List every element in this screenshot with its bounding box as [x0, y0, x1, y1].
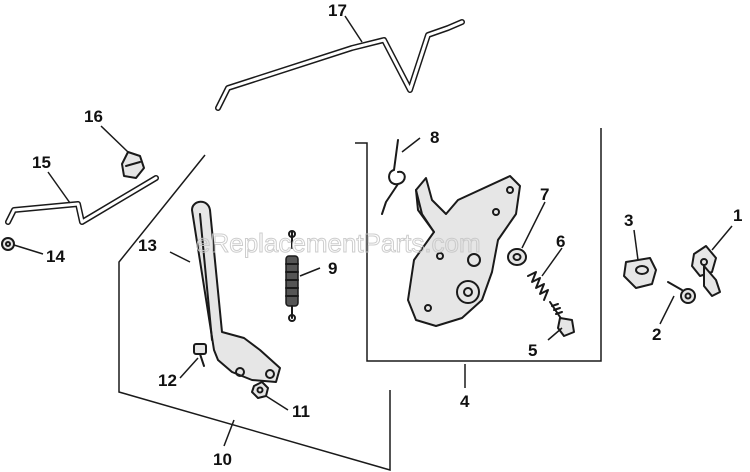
part-12-screw [193, 343, 207, 367]
callout-3: 3 [624, 211, 633, 230]
part-16-clip [121, 151, 145, 179]
part-3-clip [623, 257, 657, 289]
callout-7: 7 [540, 185, 549, 204]
part-14-fitting [1, 237, 15, 251]
callout-17: 17 [328, 1, 347, 20]
callout-8: 8 [430, 128, 439, 147]
part-5-screw [549, 301, 575, 337]
group-4-boundary [355, 128, 602, 362]
leader-lines [13, 15, 733, 447]
callout-9: 9 [328, 259, 337, 278]
callout-6: 6 [556, 232, 565, 251]
callout-15: 15 [32, 153, 51, 172]
part-8-torsion-spring [381, 139, 406, 215]
part-15-linkage-rod [5, 175, 159, 225]
callout-10: 10 [213, 450, 232, 469]
callout-12: 12 [158, 371, 177, 390]
part-17-control-rod [215, 19, 465, 111]
callout-4: 4 [460, 392, 470, 411]
part-9-spring [285, 230, 299, 322]
part-4-control-bracket [407, 175, 521, 327]
watermark: eReplacementParts.com [196, 228, 481, 258]
part-2-screw [667, 281, 696, 304]
callout-14: 14 [46, 247, 65, 266]
callout-11: 11 [292, 402, 310, 421]
part-6-spring [527, 271, 549, 301]
part-13-lever [191, 200, 281, 383]
callout-2: 2 [652, 325, 661, 344]
callout-1: 1 [733, 206, 742, 225]
part-11-nut [251, 381, 269, 399]
group-10-boundary [118, 154, 391, 471]
part-7-washer [507, 248, 527, 266]
callout-5: 5 [528, 341, 537, 360]
callout-16: 16 [84, 107, 103, 126]
callout-13: 13 [138, 236, 157, 255]
part-1-bolt [691, 245, 721, 297]
